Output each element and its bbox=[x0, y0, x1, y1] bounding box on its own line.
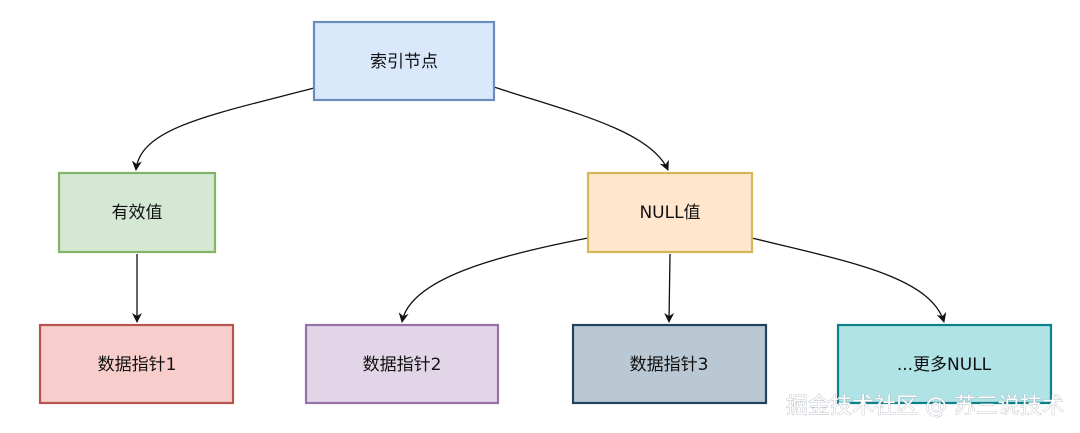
node-null-box bbox=[586, 171, 754, 254]
node-root-box bbox=[312, 20, 496, 102]
edge-null-to-more bbox=[751, 237, 947, 323]
node-ptr2: 数据指针2 bbox=[304, 323, 500, 405]
node-ptr3-label: 数据指针3 bbox=[630, 355, 709, 375]
node-more-label: ...更多NULL bbox=[897, 355, 992, 375]
node-ptr2-label: 数据指针2 bbox=[363, 355, 442, 375]
node-root-label: 索引节点 bbox=[370, 52, 438, 72]
edge-null-to-ptr3 bbox=[664, 253, 675, 323]
edge-root-to-valid bbox=[131, 87, 315, 171]
edges bbox=[131, 86, 947, 323]
node-ptr3: 数据指针3 bbox=[571, 323, 768, 405]
node-ptr1: 数据指针1 bbox=[38, 323, 235, 405]
node-null: NULL值 bbox=[586, 171, 754, 254]
node-ptr1-box bbox=[38, 323, 235, 405]
node-valid-label: 有效值 bbox=[112, 203, 163, 223]
edge-null-to-ptr2 bbox=[398, 237, 589, 323]
node-ptr2-box bbox=[304, 323, 500, 405]
node-ptr1-label: 数据指针1 bbox=[98, 355, 177, 375]
edge-root-to-null bbox=[493, 86, 669, 171]
node-more: ...更多NULL bbox=[836, 323, 1053, 405]
node-null-label: NULL值 bbox=[639, 203, 700, 223]
watermark: 掘金技术社区 @ 苏三说技术 bbox=[786, 394, 1064, 419]
node-more-box bbox=[836, 323, 1053, 405]
node-ptr3-box bbox=[571, 323, 768, 405]
node-valid: 有效值 bbox=[57, 171, 217, 254]
node-valid-box bbox=[57, 171, 217, 254]
node-root: 索引节点 bbox=[312, 20, 496, 102]
